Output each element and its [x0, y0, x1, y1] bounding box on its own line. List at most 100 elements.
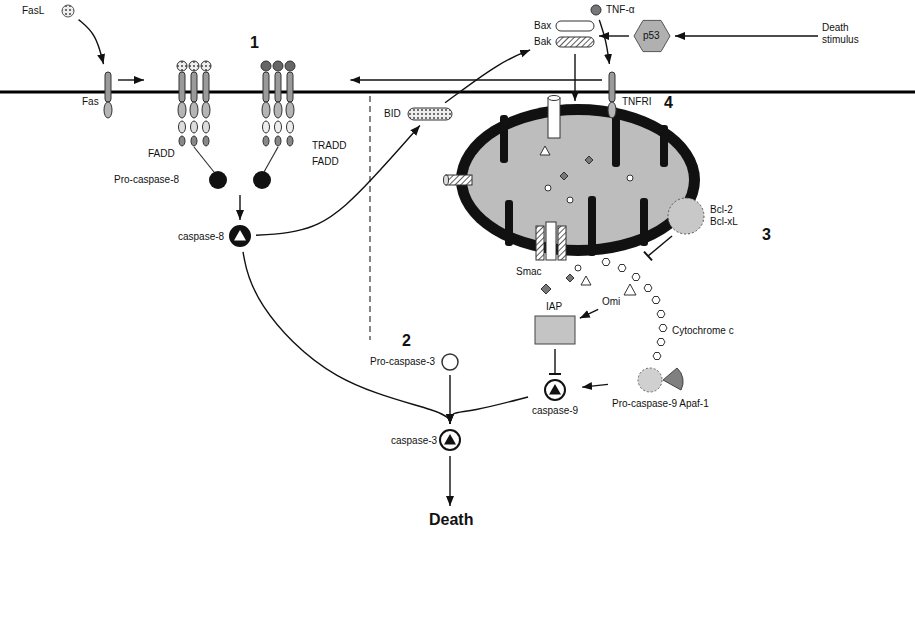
inhibition-line — [648, 236, 672, 256]
cytochrome-dot — [567, 197, 573, 203]
caspase-icon — [230, 226, 250, 246]
activation-arrow — [243, 252, 450, 424]
procaspase-icon — [209, 171, 271, 189]
inhibition-bar — [644, 252, 652, 261]
bax-pill — [556, 21, 594, 31]
adapter-link — [264, 147, 278, 172]
iap-box — [534, 315, 576, 345]
smac-diamond — [585, 156, 593, 164]
iap-box — [535, 316, 575, 344]
ligand-icon — [591, 5, 601, 15]
activation-arrow — [256, 126, 420, 236]
caspase: caspase-9 — [530, 376, 580, 419]
node-label: Pro-caspase-8 — [114, 174, 179, 186]
cytochrome-hexagon — [652, 297, 660, 304]
complex-icon — [174, 58, 298, 174]
tradd-adapter — [275, 121, 282, 133]
bak-cylinder — [446, 175, 472, 185]
cytochrome-hexagon — [653, 353, 661, 360]
activation-arrow — [675, 35, 818, 36]
caspase-icon — [438, 428, 462, 452]
protein: Bcl-2 Bcl-xL — [665, 195, 752, 237]
bax-bak-pills — [556, 21, 594, 47]
process-box: IAP — [532, 299, 578, 347]
receptor-stalk — [275, 72, 281, 102]
bak-cap — [444, 175, 449, 185]
node-label: Bax — [534, 20, 551, 32]
receptor-domain — [262, 102, 270, 118]
receptor-stalk — [287, 72, 293, 102]
node-label: Death — [429, 510, 473, 529]
released-dot — [575, 265, 581, 271]
fadd-adapter — [275, 136, 281, 146]
cytochrome-hexagon — [659, 325, 667, 332]
pore-cylinder — [548, 98, 560, 138]
node-label: Fas — [82, 96, 99, 108]
pore-cap — [548, 96, 560, 101]
hexagon: p53 — [631, 15, 673, 57]
node-label: TNFRI — [622, 96, 651, 108]
ligand-ball — [177, 61, 187, 71]
receptor: Fas — [80, 66, 116, 122]
receptor-icon — [606, 68, 618, 120]
bid-pill — [408, 108, 452, 120]
receptor-domain — [286, 102, 294, 118]
activation-arrow — [580, 309, 598, 318]
bax-to-mitochondrion-arrow — [574, 54, 575, 101]
protein: Omi — [600, 280, 640, 310]
bak-pill — [556, 37, 594, 47]
cytochrome-dot — [627, 175, 633, 181]
caspase-icon — [543, 378, 567, 402]
ligand-ball — [189, 61, 199, 71]
receptor-stalk — [105, 72, 111, 102]
mitochondrion-matrix — [467, 115, 689, 245]
apaf1-wedge — [663, 368, 683, 390]
smac-diamond — [560, 172, 568, 180]
activation-arrow — [445, 50, 530, 103]
ligand-ball — [261, 61, 271, 71]
divider-line — [369, 96, 370, 340]
receptor-domain — [202, 102, 210, 118]
receptor-domain — [190, 102, 198, 118]
ligand-ball — [201, 61, 211, 71]
procaspase-ball — [442, 354, 458, 370]
bid-pill — [408, 108, 452, 120]
receptor-stalk — [203, 72, 209, 102]
node-label: Death stimulus — [822, 22, 870, 46]
release-channel — [546, 222, 556, 260]
procaspase-icon — [207, 169, 273, 191]
death-effector-domain — [179, 136, 185, 146]
callout-number: 1 — [250, 34, 259, 52]
receptor-stalk — [609, 72, 615, 102]
released-diamond — [566, 274, 574, 282]
callout-number: 3 — [762, 226, 771, 244]
bid-pill — [406, 106, 454, 122]
hexagon-outline — [634, 20, 670, 51]
complex-icon — [177, 61, 295, 172]
omi-icon — [624, 284, 636, 295]
node-label: caspase-3 — [391, 435, 437, 447]
fasl-ball — [62, 5, 74, 17]
node-label: caspase-8 — [178, 231, 224, 243]
bcl2-ball — [668, 198, 704, 234]
crista — [660, 125, 668, 167]
node-label: TRADD — [312, 140, 346, 152]
caspase-circle — [230, 226, 250, 246]
ligand-ball — [273, 61, 283, 71]
fadd-adapter — [263, 136, 269, 146]
fadd-adapter — [203, 121, 210, 133]
activation-arrow — [450, 397, 528, 424]
node-label: Pro-caspase-9 Apaf-1 — [612, 398, 709, 410]
cytochrome-hexagon — [632, 274, 640, 281]
cytochrome-hexagon — [602, 259, 610, 266]
receptor-domain — [274, 102, 282, 118]
omi-icon — [622, 282, 638, 298]
tradd-adapter — [263, 121, 270, 133]
outcome-label: Death — [427, 508, 475, 531]
node-label: Bcl-2 Bcl-xL — [710, 204, 750, 228]
protein: Smac — [514, 264, 554, 297]
receptor-domain — [104, 102, 112, 118]
node-label: Cytochrome c — [672, 325, 734, 337]
procaspase-ball — [209, 171, 227, 189]
